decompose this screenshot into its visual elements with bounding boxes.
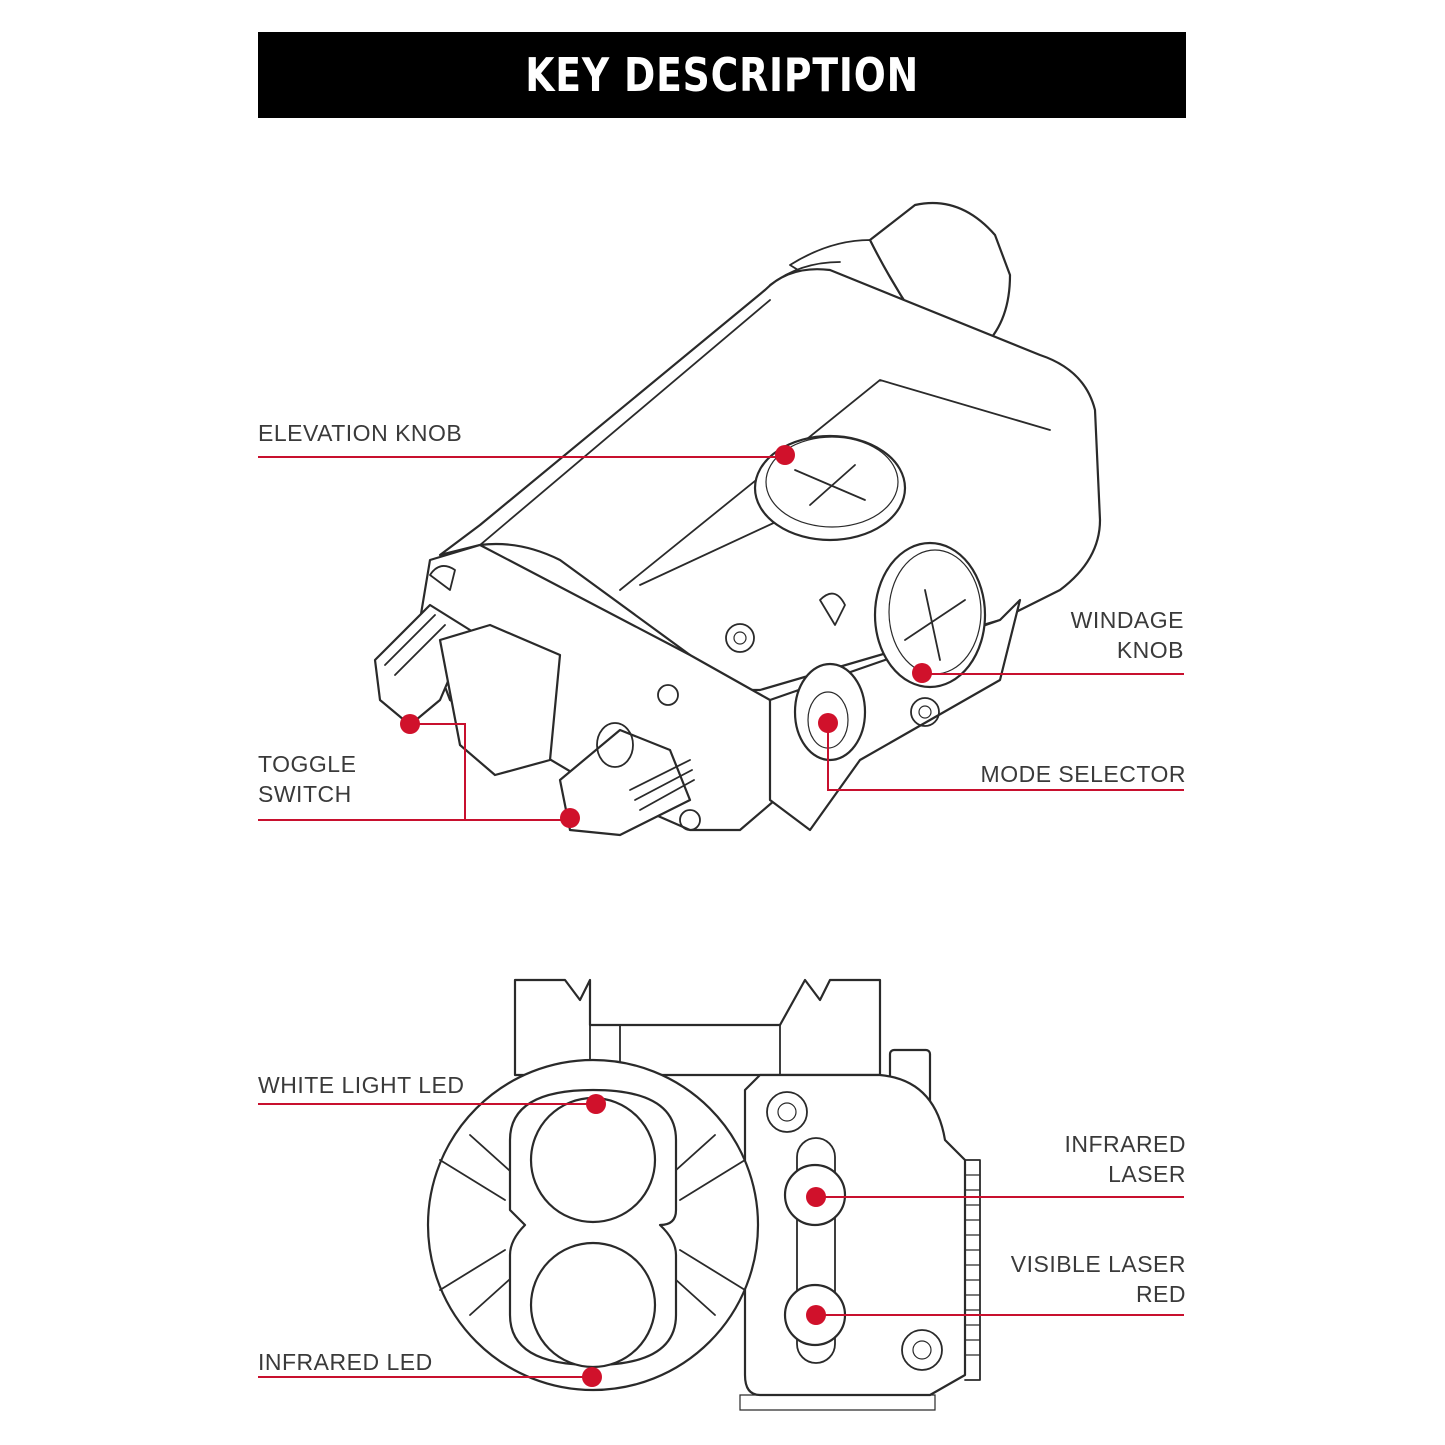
top-screw-2: [910, 697, 940, 727]
infrared-led-lens: [529, 1241, 657, 1369]
label-infrared-led: INFRARED LED: [258, 1349, 433, 1375]
knurled-edge: [964, 1159, 981, 1381]
mode-selector-tab: [819, 592, 846, 626]
title-bar: KEY DESCRIPTION: [258, 32, 1186, 118]
label-visible-laser-red-line1: VISIBLE LASER: [1010, 1251, 1186, 1277]
label-windage-knob: WINDAGE KNOB: [1071, 605, 1184, 665]
label-visible-laser-red: VISIBLE LASER RED: [1011, 1249, 1186, 1309]
top-edge-1: [479, 299, 771, 546]
marker-windage-knob: [912, 663, 932, 683]
leader-mode-selector: [827, 722, 1184, 791]
top-screw-4: [679, 809, 701, 831]
top-screw-2-hex: [918, 705, 932, 719]
label-windage-knob-line1: WINDAGE: [1070, 607, 1184, 633]
label-white-light-led: WHITE LIGHT LED: [258, 1072, 465, 1098]
windage-knob-cross: [904, 589, 966, 661]
label-mode-selector: MODE SELECTOR: [980, 761, 1186, 787]
bottom-device-drawing: [426, 978, 981, 1411]
marker-infrared-laser: [806, 1187, 826, 1207]
corner-detail: [429, 565, 456, 591]
toggle-switch-right: [558, 728, 692, 837]
marker-toggle-switch-left: [400, 714, 420, 734]
white-light-lens: [529, 1096, 657, 1224]
label-toggle-switch: TOGGLE SWITCH: [258, 749, 356, 809]
toggle-switch-left: [373, 603, 472, 727]
housing-screw-bottom-hex: [912, 1340, 932, 1360]
housing-screw-top: [766, 1091, 808, 1133]
marker-white-light-led: [586, 1094, 606, 1114]
lens-port: [596, 722, 634, 768]
top-seam: [639, 519, 781, 586]
housing-screw-top-hex: [777, 1102, 797, 1122]
marker-elevation-knob: [775, 445, 795, 465]
lamp-fins-2: [469, 1134, 716, 1316]
toggle-housing-center: [438, 623, 562, 777]
label-elevation-knob: ELEVATION KNOB: [258, 420, 463, 446]
marker-toggle-switch-right: [560, 808, 580, 828]
label-windage-knob-line2: KNOB: [1116, 637, 1184, 663]
marker-mode-selector: [818, 713, 838, 733]
leader-lines: [258, 456, 1184, 1378]
laser-housing: [743, 1073, 967, 1397]
toggle-switch-right-grip: [629, 759, 695, 811]
label-infrared-laser-line2: LASER: [1108, 1161, 1186, 1187]
top-edge-2: [619, 379, 1051, 591]
top-screw-3: [657, 684, 679, 706]
label-toggle-switch-line2: SWITCH: [258, 781, 352, 807]
marker-dots: [400, 445, 932, 1387]
top-screw-1: [725, 623, 755, 653]
lamp-fins: [439, 1159, 746, 1291]
elevation-knob-cross: [794, 464, 866, 506]
marker-visible-laser-red: [806, 1305, 826, 1325]
label-toggle-switch-line1: TOGGLE: [258, 751, 357, 777]
page-title: KEY DESCRIPTION: [525, 48, 919, 102]
leader-toggle-switch: [258, 723, 570, 821]
laser-slot: [796, 1137, 836, 1364]
label-infrared-laser-line1: INFRARED: [1064, 1131, 1186, 1157]
knurling: [965, 1174, 980, 1356]
mode-selector-body: [793, 662, 867, 762]
top-screw-1-hex: [733, 631, 747, 645]
elevation-knob-ring: [765, 436, 899, 528]
top-device-drawing: [373, 201, 1102, 837]
label-infrared-laser: INFRARED LASER: [1064, 1129, 1186, 1189]
housing-screw-bottom: [901, 1329, 943, 1371]
toggle-switch-left-grip: [384, 614, 446, 676]
label-visible-laser-red-line2: RED: [1135, 1281, 1186, 1307]
bottom-knurl: [739, 1394, 936, 1411]
marker-infrared-led: [582, 1367, 602, 1387]
